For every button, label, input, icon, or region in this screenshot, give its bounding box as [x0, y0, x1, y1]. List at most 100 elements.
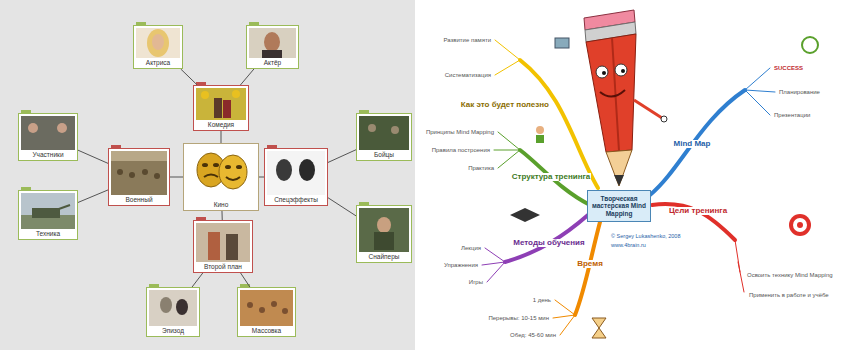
leaf-photo-node: Актёр — [246, 25, 299, 69]
frame-fill — [193, 85, 249, 131]
photo-detail — [111, 151, 167, 161]
topic-photo-node: Военный — [108, 148, 170, 206]
pupil — [621, 69, 625, 73]
twig — [482, 248, 505, 282]
photo-detail — [247, 302, 253, 308]
branch-label: Время — [576, 260, 604, 269]
photo-detail — [282, 308, 288, 314]
branch-label: Методы обучения — [512, 239, 585, 248]
node-caption: Актёр — [263, 59, 282, 66]
connector-line — [221, 211, 222, 220]
photo-detail — [299, 159, 315, 181]
branch — [505, 215, 588, 262]
spiral-icon — [802, 37, 818, 53]
connector-line — [170, 177, 183, 178]
node-caption: Кино — [213, 201, 230, 208]
photo-detail — [264, 32, 280, 52]
right-panel — [420, 0, 843, 350]
mask — [219, 155, 247, 189]
node-caption: Военный — [124, 196, 153, 203]
photo-detail — [391, 126, 399, 134]
frame-fill — [108, 148, 170, 206]
photo-detail — [232, 90, 240, 98]
node-caption: Снайперы — [368, 253, 401, 260]
connector-line — [78, 190, 108, 203]
twig-label: Развитие памяти — [442, 37, 492, 44]
photo — [21, 193, 75, 229]
node-caption: Участники — [31, 151, 64, 158]
cap-icon — [510, 208, 540, 222]
photos — [21, 28, 409, 326]
photo-detail — [271, 301, 277, 307]
center-photo-node: Кино — [183, 143, 259, 211]
twig-label: Упражнения — [443, 262, 479, 269]
eye — [596, 66, 608, 78]
tank — [32, 208, 60, 218]
leaf-photo-node: Актриса — [133, 25, 183, 69]
photo-detail — [117, 169, 123, 175]
node-caption: Бойцы — [373, 151, 395, 158]
photo — [136, 28, 180, 58]
connector-line — [328, 150, 356, 163]
photo-detail — [368, 124, 376, 132]
left-panel — [0, 0, 415, 350]
connector-line — [240, 69, 254, 85]
photo-detail — [214, 98, 222, 118]
photo-detail — [142, 169, 148, 175]
leaf-photo-node: Снайперы — [356, 205, 412, 263]
photo-detail — [377, 217, 391, 233]
leaf-photo-node: Массовка — [237, 287, 296, 337]
arm — [634, 100, 662, 118]
frame-fill — [237, 287, 296, 337]
leaf-photo-node: Техника — [18, 190, 78, 240]
photo-detail — [208, 232, 220, 260]
frame-tabs — [21, 22, 369, 287]
tank-gun — [56, 205, 70, 210]
connector-line — [241, 273, 250, 287]
eye — [615, 64, 627, 76]
frame-fill — [246, 25, 299, 69]
twig — [745, 68, 775, 115]
twig-label: Правила построения — [431, 147, 491, 154]
twig — [735, 240, 744, 292]
photo — [149, 290, 197, 326]
photo-detail — [160, 297, 172, 313]
node-caption: Актриса — [145, 59, 171, 66]
branch-label: Mind Map — [673, 140, 712, 149]
credit-text: www.4brain.ru — [610, 242, 647, 248]
photo-detail — [152, 34, 164, 50]
photo-detail — [201, 91, 209, 99]
connector-line — [181, 69, 198, 85]
branch-label: Структура тренинга — [511, 173, 592, 182]
photo — [240, 290, 293, 326]
photo-detail — [57, 123, 67, 133]
connector-line — [221, 131, 222, 143]
node-caption: Второй план — [203, 263, 243, 270]
pencil-character — [584, 10, 667, 186]
twig-label: 1 день — [532, 297, 552, 304]
leaf-photo-node: Участники — [18, 113, 78, 161]
mouth — [600, 90, 625, 97]
node-caption: Техника — [35, 230, 61, 237]
photo — [359, 208, 409, 252]
photo — [267, 151, 325, 195]
branch-label: Как это будет полезно — [460, 101, 550, 110]
twig-label: SUCCESS — [773, 65, 804, 72]
photo — [21, 116, 75, 150]
frame-fill — [193, 220, 253, 273]
twig-label: Перерывы: 10-15 мин — [487, 315, 550, 322]
frame-fill — [133, 25, 183, 69]
mask-mouth — [226, 177, 240, 180]
twig-label: Освоить технику Mind Mapping — [746, 272, 834, 279]
twig-label: Практика — [467, 165, 495, 172]
photo-detail — [276, 159, 292, 181]
mask-eye — [202, 163, 208, 167]
photo-detail — [223, 100, 231, 118]
topic-photo-node: Второй план — [193, 220, 253, 273]
branch-label: Цели тренинга — [668, 207, 728, 216]
frame-fill — [264, 148, 328, 206]
mask-mouth — [204, 175, 218, 178]
target — [793, 218, 807, 232]
